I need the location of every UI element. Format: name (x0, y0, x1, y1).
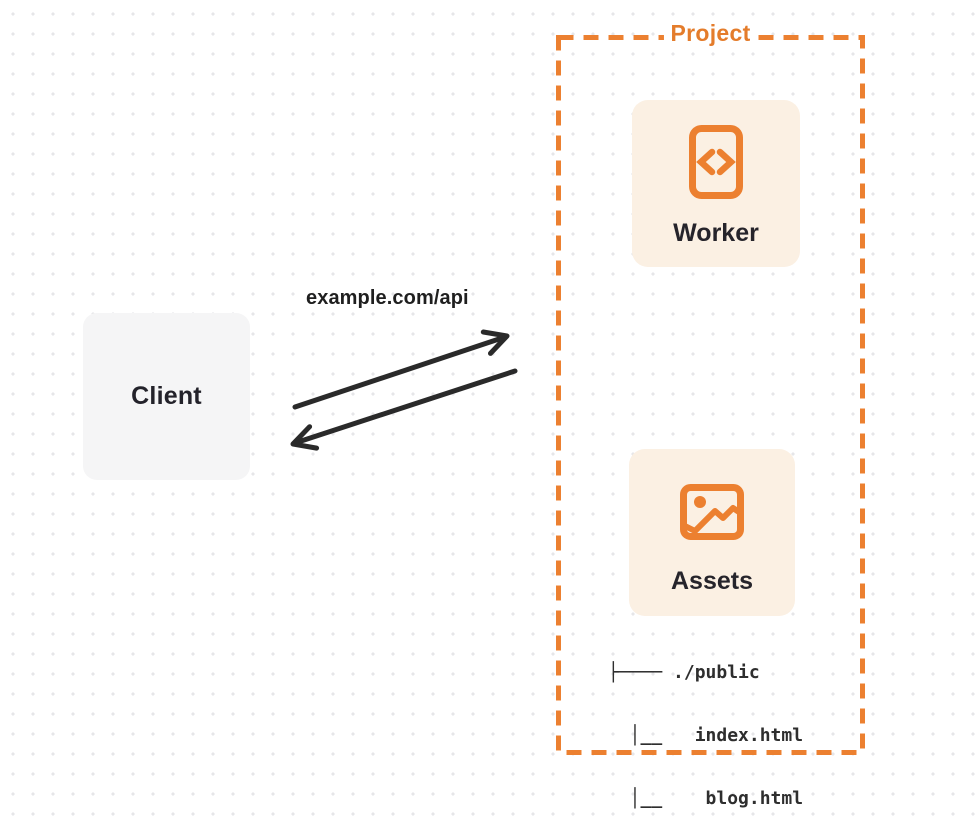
code-file-icon (689, 125, 743, 199)
worker-node: Worker (632, 100, 800, 267)
worker-label: Worker (673, 219, 759, 247)
assets-node: Assets (629, 449, 795, 616)
file-tree-line-index: │__ index.html (608, 725, 804, 746)
request-url-label: example.com/api (306, 287, 469, 309)
request-arrow-icon (292, 329, 510, 410)
client-label: Client (131, 382, 202, 410)
project-label: Project (663, 20, 758, 47)
file-tree-line-blog: │__ blog.html (608, 788, 804, 809)
response-arrow-icon (290, 368, 518, 451)
assets-label: Assets (671, 567, 753, 595)
client-node: Client (83, 313, 250, 480)
project-boundary: Project Worker Assets (556, 20, 865, 755)
file-tree: ├──── ./public │__ index.html │__ blog.h… (608, 620, 803, 818)
file-tree-line-root: ├──── ./public (608, 662, 760, 683)
image-icon (680, 484, 744, 540)
